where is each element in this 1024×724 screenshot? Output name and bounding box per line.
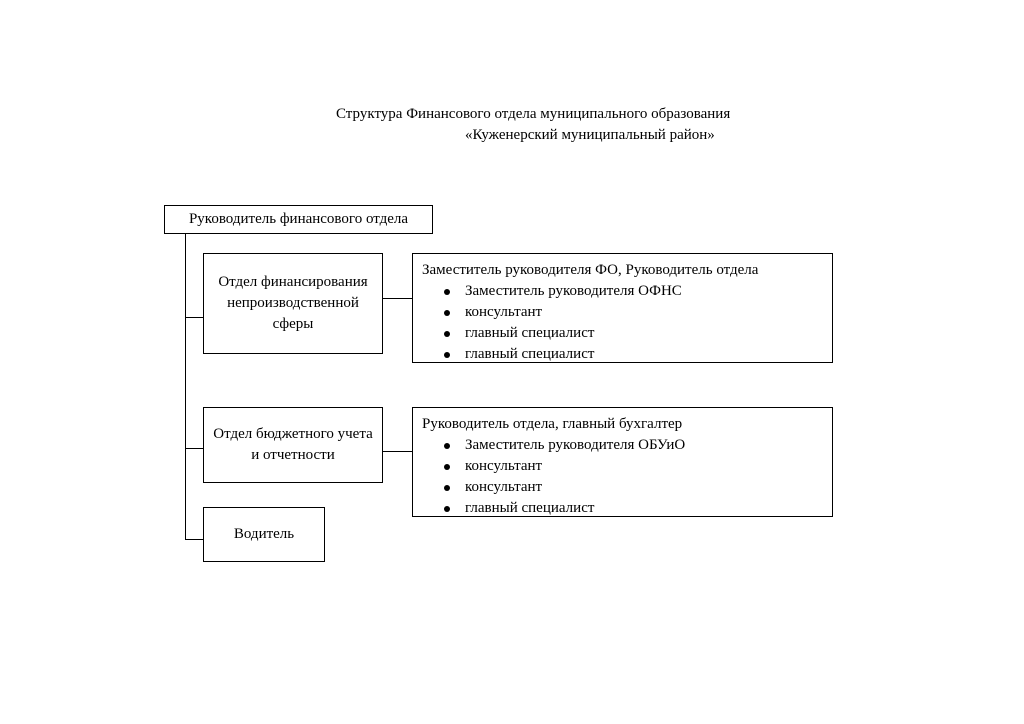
list-item: Заместитель руководителя ОФНС	[422, 281, 832, 302]
root-box-label: Руководитель финансового отдела	[188, 211, 409, 227]
details-box-budget-accounting: Руководитель отдела, главный бухгалтер З…	[412, 407, 833, 517]
driver-label: Водитель	[233, 526, 295, 542]
dept-box-label: Отдел бюджетного учета и отчетности	[213, 426, 373, 463]
bullet-icon	[444, 464, 450, 470]
list-item: консультант	[422, 456, 832, 477]
branch-connector-finance-dept	[185, 317, 204, 318]
detail-connector-finance-dept	[382, 298, 413, 299]
bullet-icon	[444, 331, 450, 337]
bullet-icon	[444, 289, 450, 295]
list-item: консультант	[422, 302, 832, 323]
bullet-icon	[444, 352, 450, 358]
bullet-icon	[444, 506, 450, 512]
details-head: Заместитель руководителя ФО, Руководител…	[422, 262, 759, 278]
list-item: Заместитель руководителя ОБУиО	[422, 435, 832, 456]
list-item: главный специалист	[422, 323, 832, 344]
box-driver: Водитель	[203, 507, 325, 562]
diagram-title-line-2: «Куженерский муниципальный район»	[465, 127, 715, 143]
bullet-icon	[444, 485, 450, 491]
list-item: главный специалист	[422, 344, 832, 365]
bullet-icon	[444, 310, 450, 316]
detail-connector-accounting-dept	[382, 451, 413, 452]
branch-connector-driver	[185, 539, 204, 540]
bullet-icon	[444, 443, 450, 449]
list-item: главный специалист	[422, 498, 832, 519]
trunk-connector	[185, 233, 186, 540]
dept-box-finance-nonproduction: Отдел финансирования непроизводственной …	[203, 253, 383, 354]
dept-box-budget-accounting: Отдел бюджетного учета и отчетности	[203, 407, 383, 483]
branch-connector-accounting-dept	[185, 448, 204, 449]
staff-list: Заместитель руководителя ОФНС консультан…	[422, 281, 832, 365]
staff-list: Заместитель руководителя ОБУиО консульта…	[422, 435, 832, 519]
diagram-title-line-1: Структура Финансового отдела муниципальн…	[336, 106, 731, 122]
dept-box-label: Отдел финансирования непроизводственной …	[218, 274, 368, 332]
root-box-head-of-finance: Руководитель финансового отдела	[164, 205, 433, 234]
list-item: консультант	[422, 477, 832, 498]
details-box-finance-nonproduction: Заместитель руководителя ФО, Руководител…	[412, 253, 833, 363]
details-head: Руководитель отдела, главный бухгалтер	[422, 416, 683, 432]
